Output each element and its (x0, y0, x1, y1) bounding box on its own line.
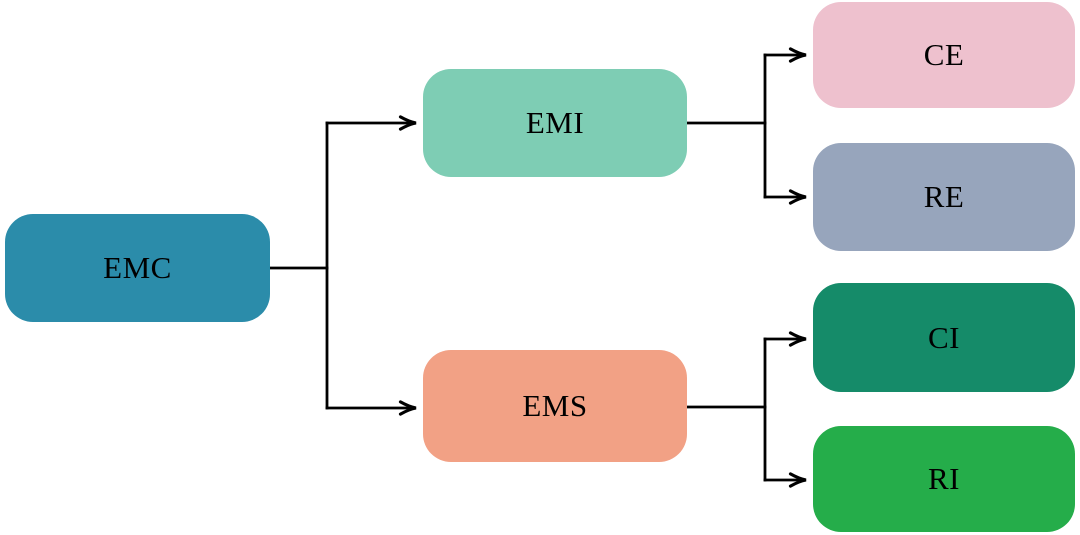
node-re: RE (813, 143, 1075, 251)
node-ems-label: EMS (522, 388, 588, 423)
node-emc-label: EMC (103, 250, 172, 285)
node-emi-label: EMI (525, 105, 585, 140)
node-emc: EMC (5, 214, 270, 322)
node-ems: EMS (423, 350, 687, 462)
node-ri-label: RI (928, 461, 960, 496)
node-ce: CE (813, 2, 1075, 108)
node-emi: EMI (423, 69, 687, 177)
node-ce-label: CE (923, 37, 965, 72)
node-re-label: RE (923, 179, 965, 214)
node-ri: RI (813, 426, 1075, 532)
node-ci: CI (813, 283, 1075, 392)
node-ci-label: CI (928, 319, 960, 355)
